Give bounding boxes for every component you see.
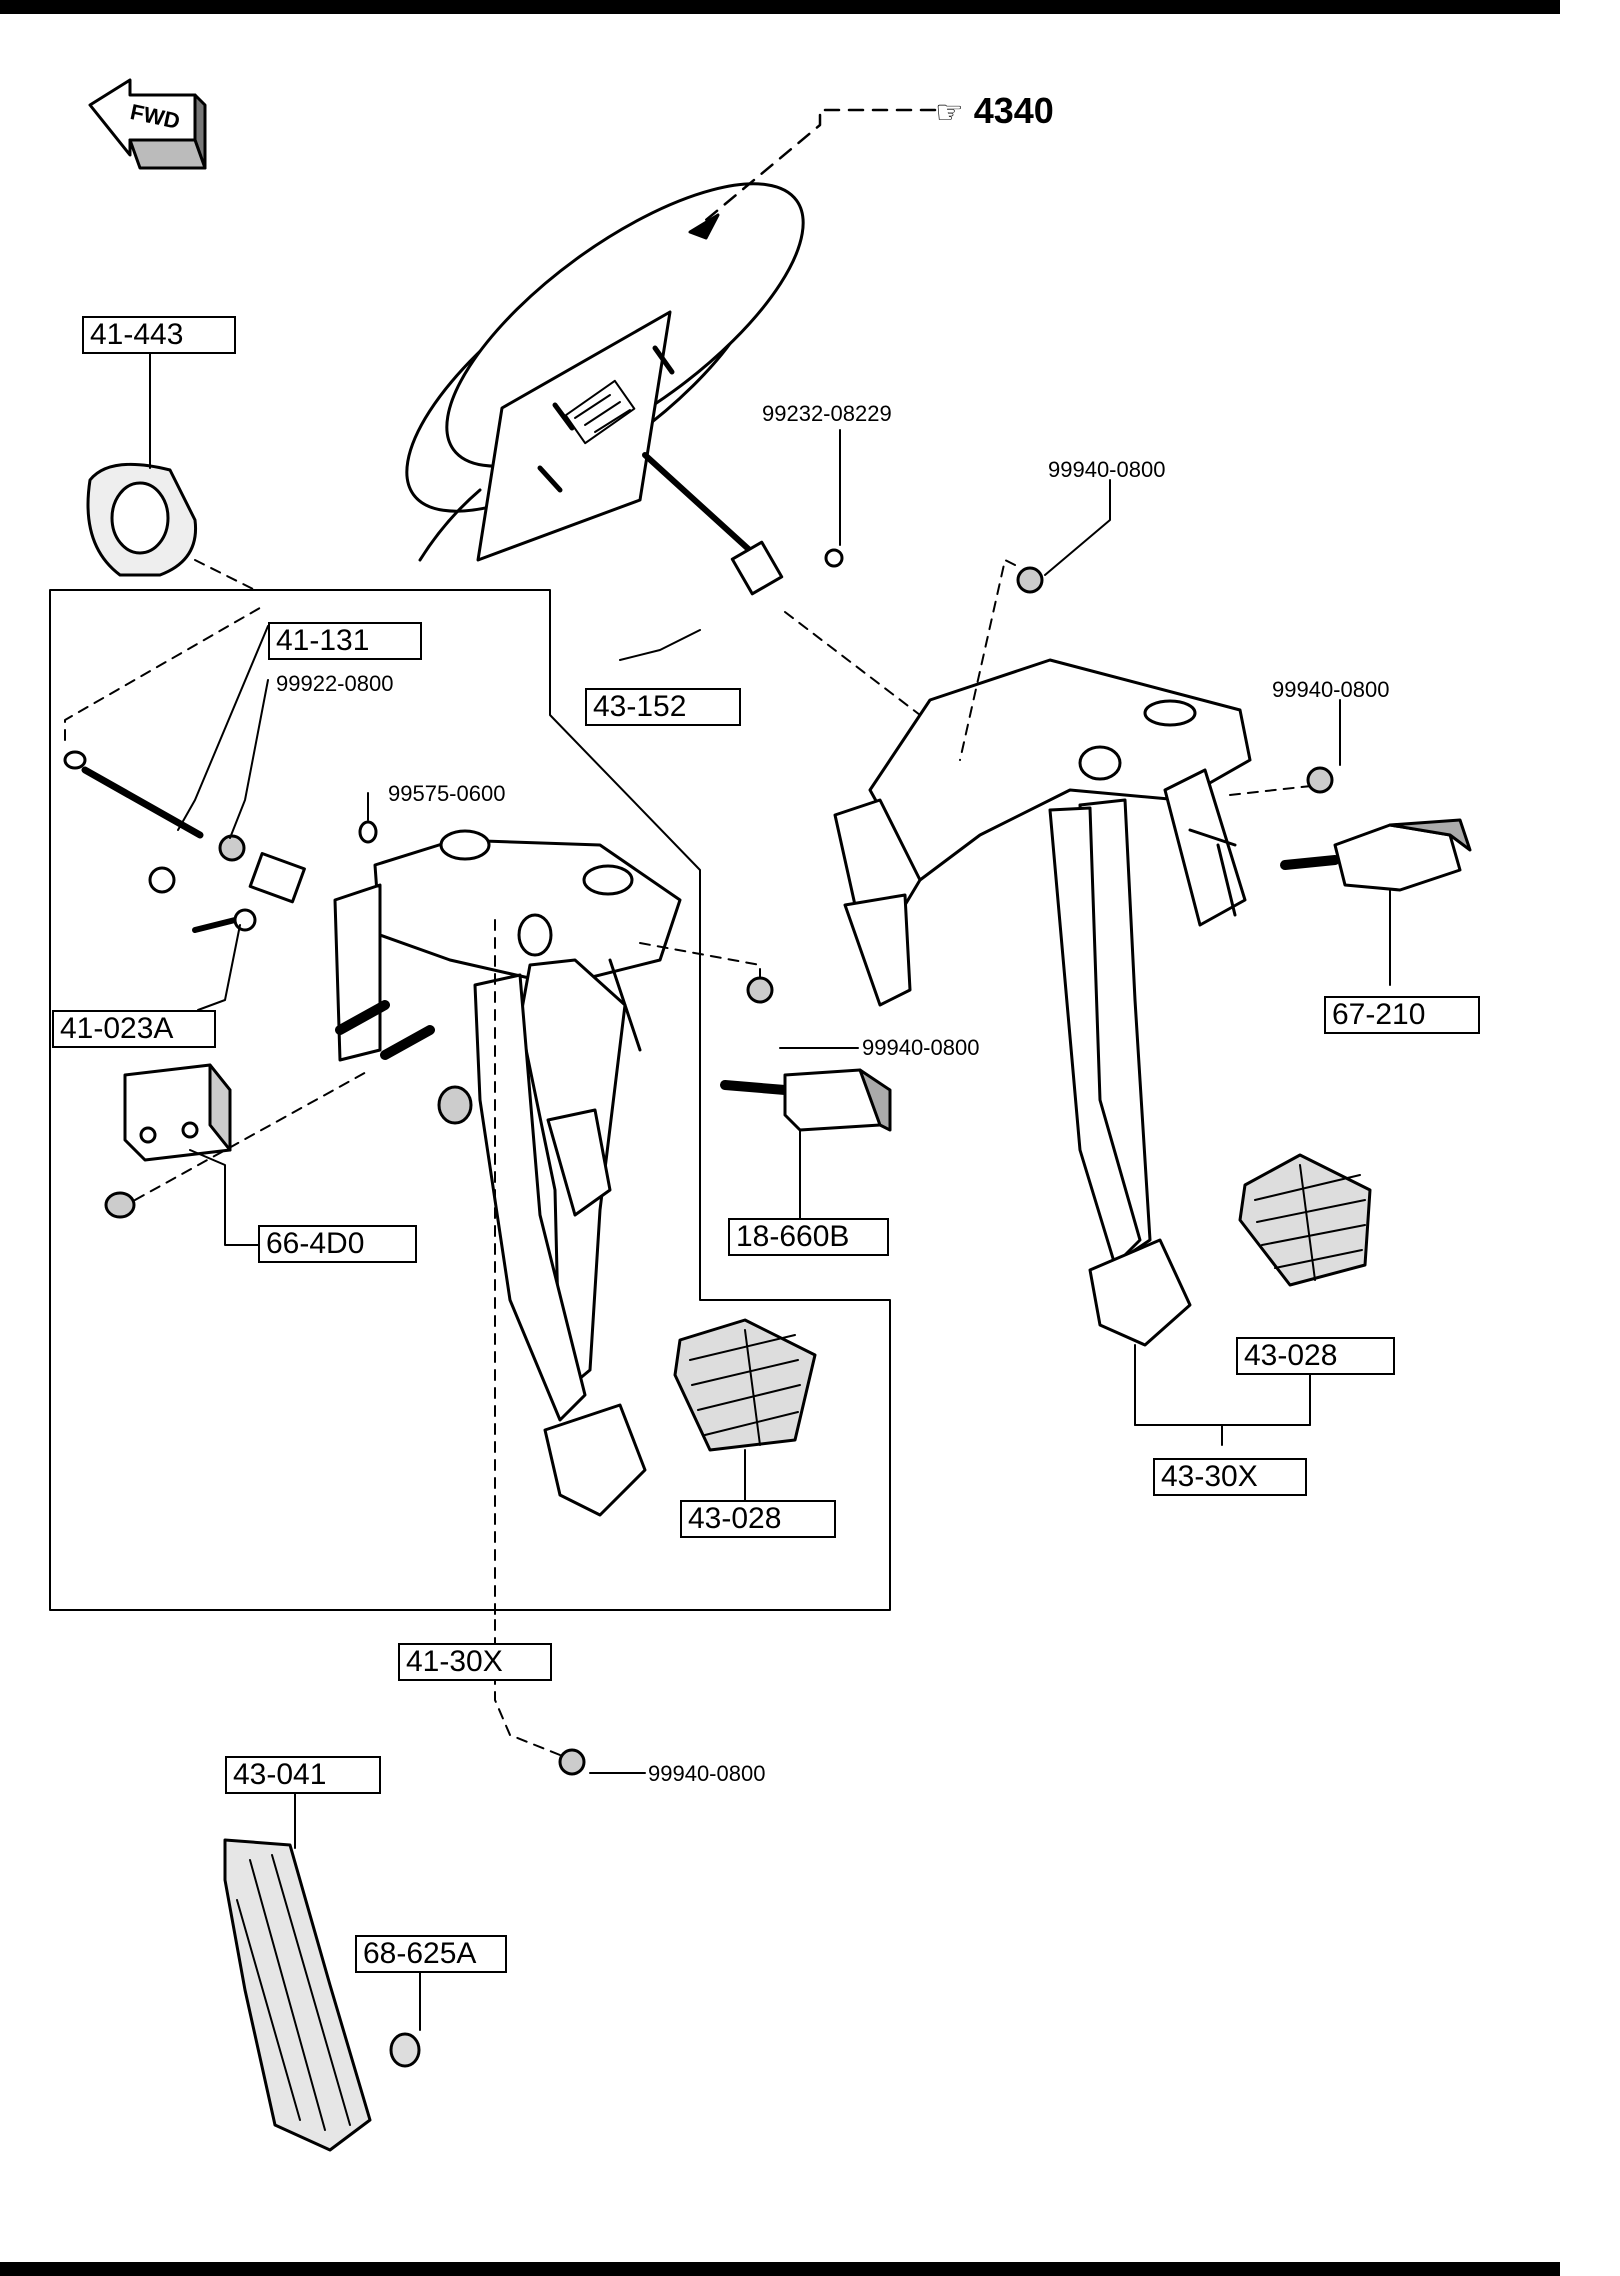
reference-number: 4340	[973, 90, 1054, 131]
label-18-660B: 18-660B	[728, 1218, 889, 1256]
label-43-30X: 43-30X	[1153, 1458, 1307, 1496]
part-99940-0800-right: 99940-0800	[1272, 677, 1390, 702]
rod-hardware-drawing	[63, 604, 473, 1125]
booster-leader	[698, 108, 937, 227]
label-43-041: 43-041	[225, 1756, 381, 1794]
accelerator-pad-drawing	[223, 1789, 421, 2152]
clutch-switch-drawing	[1280, 818, 1472, 986]
part-99940-0800-top: 99940-0800	[1048, 457, 1166, 482]
left-pedal-bracket-drawing	[333, 829, 682, 1517]
part-number-leaders	[589, 429, 1341, 1774]
fwd-arrow-icon	[88, 78, 207, 170]
part-99232-08229: 99232-08229	[762, 401, 892, 426]
reference-4340: ☞ 4340	[935, 90, 1054, 132]
label-41-30X: 41-30X	[398, 1643, 552, 1681]
label-43-028-left: 43-028	[680, 1500, 836, 1538]
bottom-rule	[0, 2262, 1560, 2276]
label-41-443: 41-443	[82, 316, 236, 354]
label-66-4D0: 66-4D0	[258, 1225, 417, 1263]
label-68-625A: 68-625A	[355, 1935, 507, 1973]
top-rule	[0, 0, 1560, 14]
part-99922-0800: 99922-0800	[276, 671, 394, 696]
brake-booster-drawing	[405, 182, 805, 596]
right-pedal-bracket-drawing	[833, 658, 1311, 1446]
label-41-131: 41-131	[268, 622, 422, 660]
left-pedal-pad-drawing	[673, 1318, 817, 1516]
part-99940-0800-bottom: 99940-0800	[648, 1761, 766, 1786]
left-assembly-outline	[49, 589, 891, 1611]
switch-block-drawing	[104, 1063, 371, 1246]
label-41-023A: 41-023A	[52, 1010, 216, 1048]
part-99940-0800-mid: 99940-0800	[862, 1035, 980, 1060]
brake-switch-drawing	[720, 1068, 892, 1219]
label-43-152: 43-152	[585, 688, 741, 726]
leader-arrowhead	[688, 213, 720, 240]
label-67-210: 67-210	[1324, 996, 1480, 1034]
part-99575-0600: 99575-0600	[388, 781, 506, 806]
nut-icons	[389, 548, 1334, 2068]
label-43-028-right: 43-028	[1236, 1337, 1395, 1375]
pointing-hand-icon: ☞	[935, 94, 964, 130]
right-pedal-pad-drawing	[1238, 1153, 1372, 1287]
gasket-drawing	[86, 341, 256, 591]
